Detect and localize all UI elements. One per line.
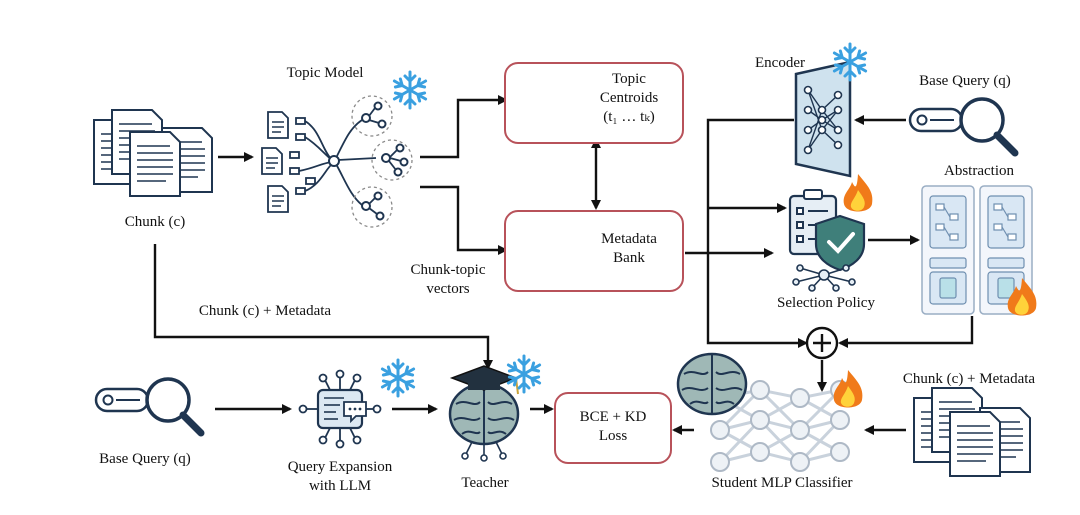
query-expansion-icon xyxy=(298,369,382,449)
policy-shield-icon xyxy=(788,189,866,292)
encoder-network-icon xyxy=(794,60,852,178)
abstraction-label: Abstraction xyxy=(944,163,1014,179)
snowflake-icon xyxy=(392,70,428,110)
arrow-topic-model-to-metadata-bank xyxy=(420,185,508,255)
teacher-label: Teacher xyxy=(461,475,509,491)
flame-icon xyxy=(833,370,863,408)
query-expansion-label-1: Query Expansion xyxy=(287,459,393,475)
loss-line1: BCE + KD xyxy=(579,409,647,425)
arrow-encoder-to-plus xyxy=(706,118,808,348)
magnifier-icon xyxy=(96,379,201,433)
topic-centroids-box xyxy=(504,62,684,144)
chunk-metadata-right-label: Chunk (c) + Metadata xyxy=(902,371,1036,387)
loss-text: BCE + KD Loss xyxy=(554,408,672,446)
arrow-topic-model-to-centroids xyxy=(420,95,508,159)
chunk-topic-vectors-label-2: vectors xyxy=(426,281,470,297)
metadata-bank-line1: Metadata xyxy=(601,231,657,247)
arrow-abstraction-to-plus xyxy=(838,316,974,348)
metadata-bank-text: Metadata Bank xyxy=(584,230,674,268)
selection-policy-label: Selection Policy xyxy=(777,295,875,311)
encoder-label: Encoder xyxy=(755,55,805,71)
base-query-right-label: Base Query (q) xyxy=(919,73,1011,89)
query-expansion-label-2: with LLM xyxy=(308,478,372,494)
plus-circle-icon xyxy=(805,326,839,360)
chunk-topic-vectors-label-1: Chunk-topic xyxy=(410,262,486,278)
base-query-left-label: Base Query (q) xyxy=(99,451,191,467)
loss-box xyxy=(554,392,672,464)
chunk-label: Chunk (c) xyxy=(124,214,186,230)
teacher-brain-icon xyxy=(448,365,520,462)
topic-centroids-formula: (t₁ … tₖ) xyxy=(603,109,655,125)
topic-centroids-title2: Centroids xyxy=(599,90,659,106)
chunk-metadata-left-label: Chunk (c) + Metadata xyxy=(198,303,332,319)
metadata-bank-box xyxy=(504,210,684,292)
student-mlp-icon xyxy=(676,352,850,472)
topic-centroids-text: Topic Centroids (t₁ … tₖ) xyxy=(584,70,674,127)
topic-centroids-title: Topic xyxy=(612,71,646,87)
topic-model-label: Topic Model xyxy=(286,65,364,81)
flame-icon xyxy=(843,174,873,212)
snowflake-icon xyxy=(380,358,416,398)
magnifier-icon xyxy=(910,99,1015,153)
topic-graph-icon xyxy=(261,95,413,228)
student-label: Student MLP Classifier xyxy=(711,475,853,491)
document-stack-icon xyxy=(913,387,1031,477)
snowflake-icon xyxy=(506,354,542,394)
loss-line2: Loss xyxy=(598,428,628,444)
arrow-chunk-to-teacher xyxy=(153,244,493,370)
document-stack-icon xyxy=(93,109,213,197)
metadata-bank-line2: Bank xyxy=(613,250,645,266)
connectors xyxy=(153,95,974,435)
